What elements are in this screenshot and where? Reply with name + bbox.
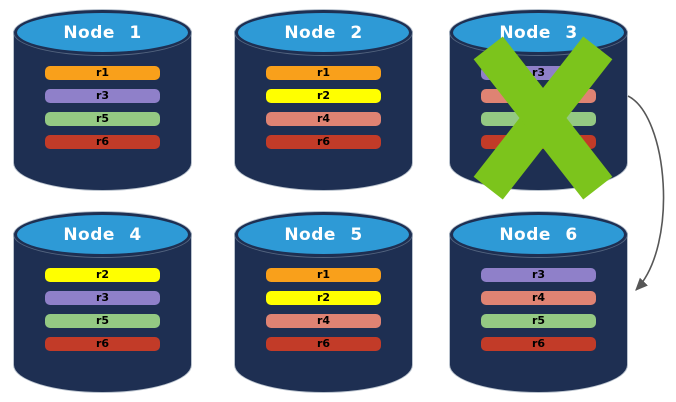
replica-bar: r3 [481,268,596,282]
db-node-4: Node 4 r2 r3 r5 r6 [14,212,191,392]
cylinder-body [235,32,412,190]
node-title: Node 3 [499,22,578,43]
replica-bar: r3 [45,291,160,305]
replica-bar: r6 [266,135,381,149]
replica-bar: r5 [45,314,160,328]
cylinder-body [14,234,191,392]
replica-bar: r5 [481,314,596,328]
node-title: Node 2 [284,22,363,43]
replica-bar: r2 [45,268,160,282]
replica-bar: r6 [45,337,160,351]
cylinder-top: Node 2 [235,10,412,55]
failure-x-mark [473,36,612,200]
node-title: Node 6 [499,224,578,245]
replica-bar: r3 [45,89,160,103]
cylinder-body [450,234,627,392]
replica-list: r1 r2 r4 r6 [266,66,381,158]
replica-bar: r1 [266,268,381,282]
replica-bar: r4 [481,291,596,305]
node-title: Node 4 [63,224,142,245]
replica-list: r2 r3 r5 r6 [45,268,160,360]
replica-bar: r5 [45,112,160,126]
db-node-5: Node 5 r1 r2 r4 r6 [235,212,412,392]
db-node-1: Node 1 r1 r3 r5 r6 [14,10,191,190]
replica-bar: r1 [45,66,160,80]
cylinder-top: Node 6 [450,212,627,257]
node-title: Node 5 [284,224,363,245]
replica-list: r1 r2 r4 r6 [266,268,381,360]
replica-bar: r4 [266,314,381,328]
cylinder-body [235,234,412,392]
db-node-2: Node 2 r1 r2 r4 r6 [235,10,412,190]
failover-arrow-path [627,95,665,291]
replica-bar: r2 [266,291,381,305]
cylinder-top: Node 4 [14,212,191,257]
db-node-6: Node 6 r3 r4 r5 r6 [450,212,627,392]
cylinder-top: Node 1 [14,10,191,55]
replica-list: r3 r4 r5 r6 [481,268,596,360]
replica-bar: r1 [266,66,381,80]
replica-bar: r2 [266,89,381,103]
cylinder-body [14,32,191,190]
replica-list: r1 r3 r5 r6 [45,66,160,158]
replica-bar: r6 [266,337,381,351]
replica-bar: r4 [266,112,381,126]
node-title: Node 1 [63,22,142,43]
cylinder-top: Node 5 [235,212,412,257]
db-node-3: Node 3 r3 r4 r5 r6 [450,10,627,200]
replica-bar: r6 [45,135,160,149]
replica-bar: r6 [481,337,596,351]
